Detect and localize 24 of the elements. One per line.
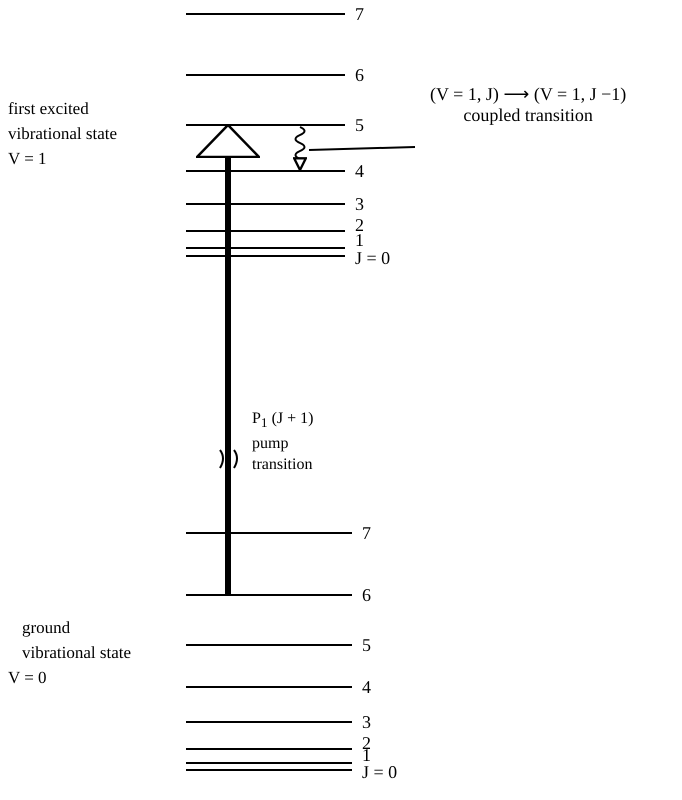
level-number: 3 xyxy=(355,195,364,213)
leader-line xyxy=(308,146,416,151)
state-label: V = 0 xyxy=(8,667,48,689)
level-number: 4 xyxy=(362,678,371,696)
level-number: 1 xyxy=(355,231,364,249)
transition-label: coupled transition xyxy=(462,105,594,126)
edge-label: P$_{1}$ (J + 1) pump transition xyxy=(252,409,314,476)
level-number: 7 xyxy=(355,5,364,23)
level-number: J = 0 xyxy=(355,249,390,267)
state-label: first excited vibrational state xyxy=(8,98,118,145)
level-number: 5 xyxy=(362,636,371,654)
transition-label: (V = 1, J) ⟶ (V = 1, J −1) xyxy=(430,84,626,105)
level-number: 6 xyxy=(355,66,364,84)
wavy-transition-arrow xyxy=(293,126,307,172)
state-label: V = 1 xyxy=(8,148,48,170)
level-number: 4 xyxy=(355,162,364,180)
level-number: J = 0 xyxy=(362,763,398,781)
level-number: 2 xyxy=(355,216,364,234)
level-number: 5 xyxy=(355,116,364,134)
level-number: 3 xyxy=(362,713,371,731)
level-number: 7 xyxy=(362,524,371,542)
state-label: ground vibrational state xyxy=(22,617,132,664)
level-number: 6 xyxy=(362,586,371,604)
pump-transition-arrow xyxy=(196,124,260,595)
